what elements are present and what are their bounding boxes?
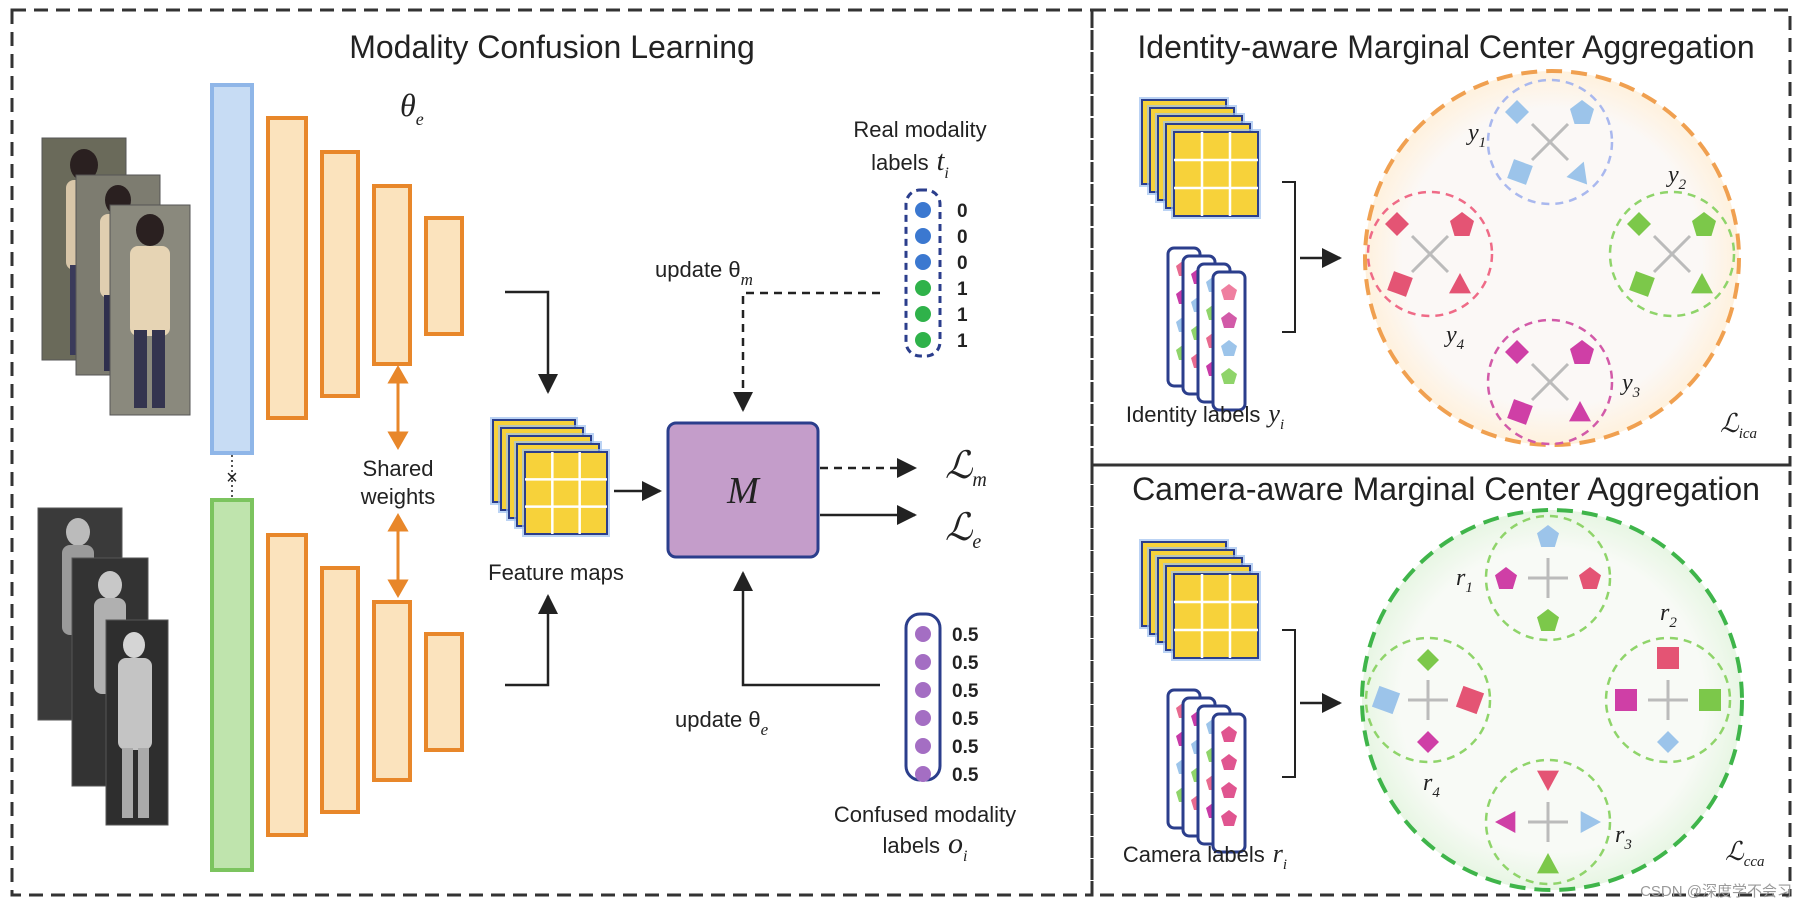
cca-feature-maps (1139, 539, 1261, 661)
ica-title: Identity-aware Marginal Center Aggregati… (1137, 29, 1754, 65)
cca-bracket (1282, 629, 1296, 778)
confused-label-value: 0.5 (952, 765, 979, 786)
ica-cluster-label: y2 (1666, 162, 1687, 193)
rgb-person-images (41, 137, 191, 416)
cross-mark: × (226, 467, 238, 489)
ica-cluster-label: y1 (1466, 120, 1486, 151)
shared-encoder-top (266, 116, 464, 420)
real-labels-vector (904, 188, 942, 358)
theta-e-label: θe (400, 87, 424, 129)
ica-cluster-label: y4 (1444, 322, 1465, 353)
ica-cluster: y3 (1486, 318, 1640, 446)
ica-label-card (1211, 270, 1247, 412)
cca-cluster: r2 (1604, 600, 1732, 764)
cca-cluster-label: r1 (1456, 565, 1473, 596)
ica-feature-map-layer (1171, 129, 1261, 219)
module-label: M (726, 470, 761, 512)
ica-label-cards (1166, 246, 1247, 412)
real-label-value: 0 (957, 227, 968, 248)
confused-label-value: 0.5 (952, 653, 979, 674)
cca-label-cards (1166, 688, 1247, 854)
confused-label-dot (915, 766, 931, 782)
feature-map-layer (522, 449, 610, 537)
ica-cluster: y4 (1366, 190, 1494, 353)
arrow-update-theta-e (733, 571, 880, 687)
ica-cluster-label: y3 (1620, 370, 1640, 401)
ir-person-images (37, 507, 169, 826)
cca-cluster-label: r3 (1615, 822, 1632, 853)
ica-bracket (1282, 181, 1296, 333)
cca-cluster-label: r2 (1660, 600, 1677, 631)
real-label-value: 0 (957, 253, 968, 274)
ica-feature-maps (1139, 97, 1261, 219)
loss-m: ℒm (945, 445, 987, 491)
confused-label-dot (915, 710, 931, 726)
update-theta-m-label: update θm (655, 257, 753, 289)
mcl-title: Modality Confusion Learning (349, 29, 755, 65)
cca-title: Camera-aware Marginal Center Aggregation (1132, 471, 1760, 507)
real-label-dot (915, 254, 931, 270)
ica-cluster: y2 (1608, 162, 1736, 318)
real-label-dot (915, 202, 931, 218)
confused-label-value: 0.5 (952, 625, 979, 646)
confused-label-value: 0.5 (952, 681, 979, 702)
update-theta-e-label: update θe (675, 707, 769, 739)
mcl-panel-frame (10, 8, 1094, 897)
arrow-encoder-top-to-features (505, 290, 558, 394)
ica-panel-frame (1090, 8, 1792, 467)
confused-label-dot (915, 682, 931, 698)
confused-label-dots: 0.5 0.5 0.5 0.5 0.5 0.5 (915, 625, 979, 786)
cca-cluster-label: r4 (1423, 770, 1440, 801)
shared-weights-label: Shared (363, 456, 434, 481)
loss-e: ℒe (945, 507, 981, 553)
confused-labels-title: Confused modality (834, 802, 1016, 827)
real-label-value: 0 (957, 201, 968, 222)
cca-label-card (1211, 712, 1247, 854)
shared-weights-label-2: weights (360, 484, 436, 509)
confused-label-dot (915, 738, 931, 754)
real-label-value: 1 (957, 331, 968, 352)
ica-identity-clusters: y1 y2 y3 y4 (1366, 78, 1736, 446)
ir-specific-layer (210, 498, 254, 872)
shared-encoder-bottom (266, 533, 464, 837)
cca-cluster: r1 (1456, 514, 1612, 642)
cca-feature-map-layer (1171, 571, 1261, 661)
cca-cluster: r4 (1364, 636, 1492, 801)
ica-cluster: y1 (1466, 78, 1614, 206)
cca-big-circle (1360, 508, 1744, 892)
cca-panel-frame (1090, 463, 1792, 897)
arrow-encoder-bottom-to-features (505, 594, 558, 687)
rgb-specific-layer (210, 83, 254, 455)
arrow-update-theta-m (733, 291, 880, 412)
real-label-value: 1 (957, 279, 968, 300)
real-labels-title: Real modality (853, 117, 986, 142)
real-label-dot (915, 306, 931, 322)
feature-maps-stack (490, 417, 610, 537)
confused-label-dot (915, 626, 931, 642)
cca-camera-clusters: r1 r2 r3 r4 (1364, 514, 1732, 886)
confused-label-dot (915, 654, 931, 670)
cca-cluster: r3 (1484, 758, 1632, 886)
confused-label-value: 0.5 (952, 709, 979, 730)
real-label-dot (915, 280, 931, 296)
feature-maps-label: Feature maps (488, 560, 624, 585)
real-label-dots: 0 0 0 1 1 1 (915, 201, 968, 352)
ica-loss: ℒica (1720, 409, 1757, 442)
modality-classifier-module (666, 421, 820, 559)
real-label-value: 1 (957, 305, 968, 326)
shared-weights-arrows (387, 364, 409, 599)
cca-loss: ℒcca (1725, 837, 1765, 870)
real-label-dot (915, 332, 931, 348)
confused-label-value: 0.5 (952, 737, 979, 758)
real-label-dot (915, 228, 931, 244)
watermark: CSDN @深度学不会习 (1640, 883, 1792, 900)
ica-big-circle (1363, 69, 1741, 447)
